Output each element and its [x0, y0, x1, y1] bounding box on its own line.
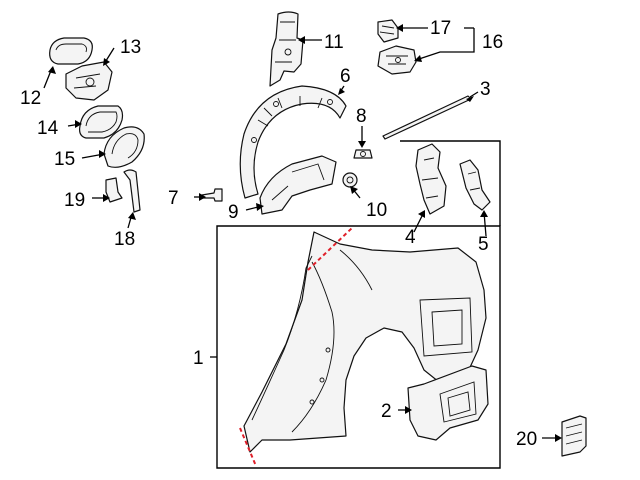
part-17-lock-actuator[interactable] — [377, 19, 399, 43]
callout-12: 12 — [20, 88, 41, 109]
part-3-molding-strip[interactable] — [382, 95, 472, 140]
part-13-fuel-door-housing[interactable] — [65, 61, 113, 101]
quarter-panel-frame — [216, 225, 501, 469]
part-20-vent-grille[interactable] — [561, 415, 587, 457]
part-8-clip[interactable] — [353, 149, 373, 159]
leader-lines — [43, 27, 560, 439]
callout-18: 18 — [114, 229, 135, 250]
callout-2: 2 — [381, 401, 392, 422]
callout-1: 1 — [193, 348, 204, 369]
callout-11: 11 — [324, 32, 344, 53]
inner-panel-frame — [400, 140, 501, 226]
callout-15: 15 — [54, 149, 75, 170]
callout-9: 9 — [228, 202, 239, 223]
part-16-housing-bracket[interactable] — [377, 45, 417, 75]
part-15-filler-pocket[interactable] — [103, 126, 145, 168]
callout-10: 10 — [366, 200, 387, 221]
callout-5: 5 — [478, 234, 489, 255]
part-19-hose-clip[interactable] — [105, 177, 123, 203]
cut-line-upper — [307, 227, 353, 271]
callout-3: 3 — [480, 79, 491, 100]
part-18-drain-hose[interactable] — [123, 169, 141, 213]
callout-17: 17 — [430, 18, 451, 39]
callout-14: 14 — [37, 118, 59, 139]
part-5-inner-bracket[interactable] — [459, 159, 491, 211]
callout-7: 7 — [168, 188, 179, 209]
part-11-pillar-reinforcement[interactable] — [269, 11, 304, 87]
callout-19: 19 — [64, 190, 85, 211]
part-4-inner-brace[interactable] — [415, 143, 447, 215]
callout-13: 13 — [120, 37, 141, 58]
part-1-quarter-panel[interactable] — [243, 231, 487, 453]
part-10-nut[interactable] — [342, 172, 358, 188]
part-9-wheelhouse-bracket[interactable] — [259, 155, 337, 215]
callout-4: 4 — [405, 227, 416, 248]
part-7-push-pin[interactable] — [201, 188, 223, 202]
arrowheads — [48, 24, 562, 442]
part-2-extension-panel[interactable] — [407, 365, 489, 441]
callout-8: 8 — [356, 106, 367, 127]
callout-6: 6 — [340, 66, 351, 87]
callout-20: 20 — [516, 429, 537, 450]
part-6-wheelhouse-liner[interactable] — [239, 85, 347, 199]
part-14-seal[interactable] — [79, 105, 124, 139]
callout-16: 16 — [482, 32, 503, 53]
part-12-fuel-door[interactable] — [49, 37, 93, 65]
